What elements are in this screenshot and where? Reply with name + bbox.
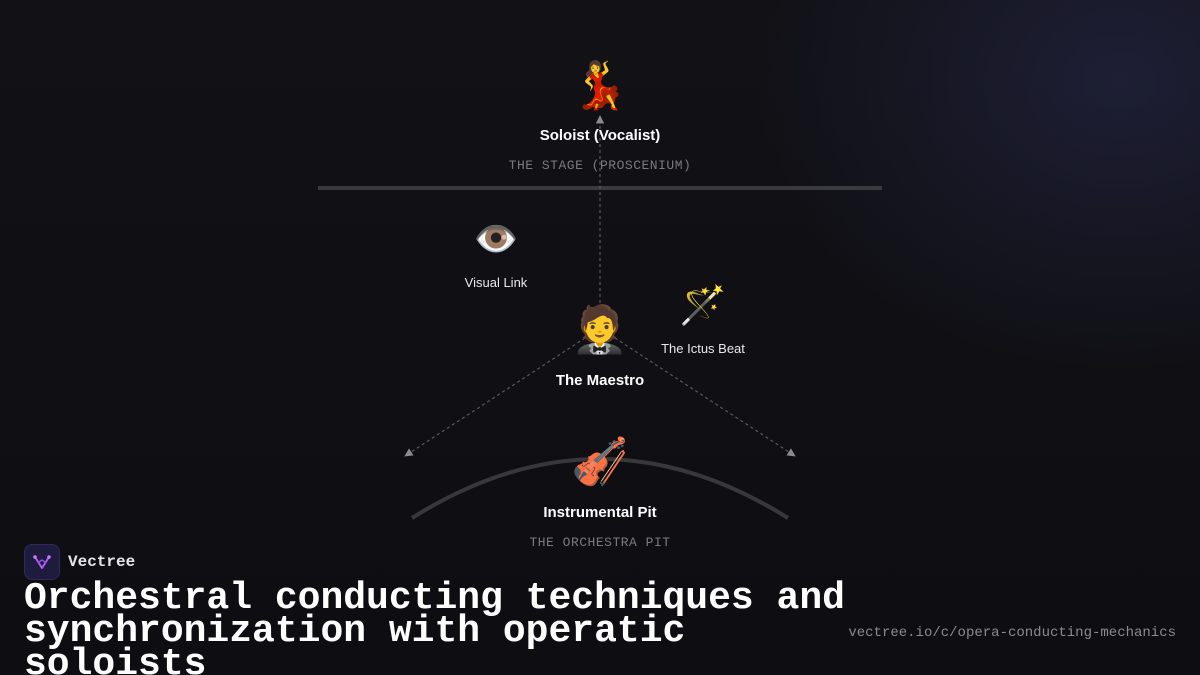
- stage-zone-label: THE STAGE (PROSCENIUM): [508, 158, 692, 173]
- eye-icon: 👁️: [473, 219, 519, 260]
- orchestra-pit-arc: [410, 457, 790, 520]
- vectree-logo-icon: [24, 544, 60, 580]
- source-url: vectree.io/c/opera-conducting-mechanics: [848, 625, 1176, 641]
- visual-link-label: Visual Link: [464, 275, 528, 290]
- violin-icon: 🎻: [571, 434, 629, 488]
- brand-name: Vectree: [68, 553, 136, 571]
- soloist-label: Soloist (Vocalist): [539, 127, 661, 144]
- conductor-icon: 🤵: [571, 302, 629, 356]
- headline: Orchestral conducting techniques and syn…: [24, 577, 845, 675]
- brand: Vectree: [24, 544, 135, 580]
- dancer-icon: 💃: [571, 58, 629, 112]
- ictus-beat-label: The Ictus Beat: [661, 341, 745, 356]
- maestro-to-pit-left-connector: [404, 337, 586, 457]
- instrumental-pit-label: Instrumental Pit: [543, 504, 657, 521]
- orchestra-pit-zone-label: THE ORCHESTRA PIT: [529, 535, 671, 550]
- maestro-label: The Maestro: [555, 372, 645, 389]
- magic-wand-icon: 🪄: [679, 283, 727, 327]
